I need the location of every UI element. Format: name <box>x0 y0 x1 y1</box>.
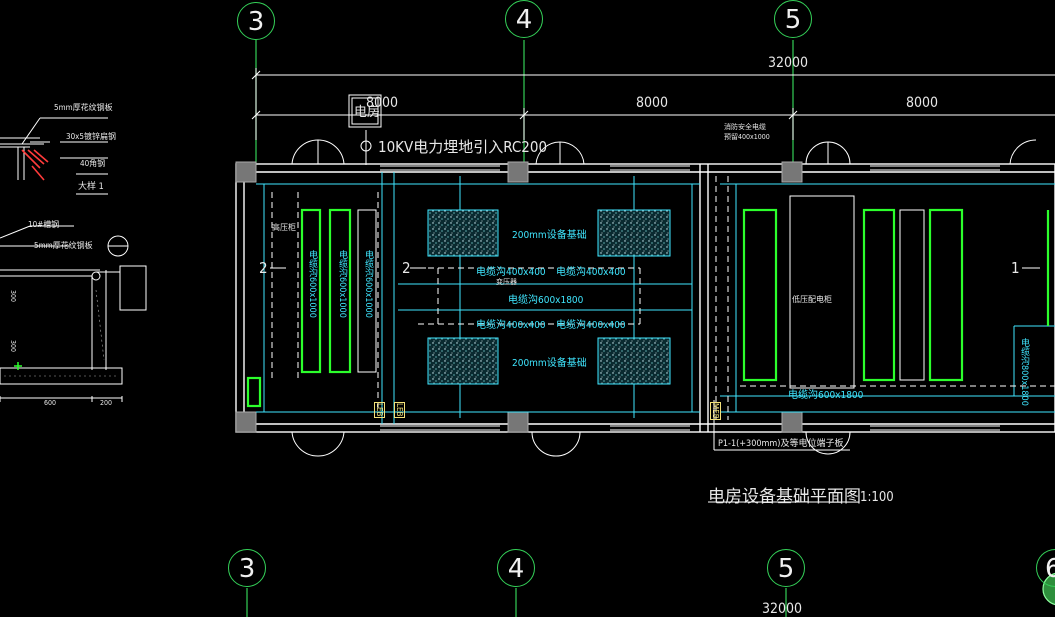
note-hv-cabinet: 高压柜 <box>272 223 296 232</box>
trench-label-right-side: 电缆沟800x1800 <box>1019 338 1029 406</box>
note-transformer: 变压器 <box>496 278 517 286</box>
ground-note-leader <box>708 400 858 503</box>
tag-meb: MEB <box>710 402 721 420</box>
equipment-foundations <box>427 209 671 385</box>
window-openings <box>380 165 1000 431</box>
dimension-total-bottom: 32000 <box>762 601 803 617</box>
building-walls <box>235 163 1055 433</box>
detail-dim-2: 200 <box>100 399 113 407</box>
note-fire-reserve: 消防安全电缆预留400x1000 <box>724 123 770 141</box>
ground-note: P1-1(+300mm)及等电位端子板 <box>718 439 844 449</box>
room-tag: 电房 <box>354 105 381 120</box>
drawing-scale: 1:100 <box>860 490 894 505</box>
trench-label-t1: 电缆沟400x400 <box>476 267 546 278</box>
detail-label-4: 大样 1 <box>78 182 104 192</box>
dimension-span-2: 8000 <box>636 95 669 111</box>
trench-label-cw1: 电缆沟600x1000 <box>307 250 317 318</box>
dimension-span-1: 8000 <box>366 95 399 111</box>
tag-leb-2: LEB <box>394 402 405 418</box>
detail-label-2: 30x5镀锌扁钢 <box>66 132 116 141</box>
drawing-title: 电房设备基础平面图 <box>708 487 861 507</box>
foundation-label-top: 200mm设备基础 <box>512 230 587 241</box>
note-lv-cabinet: 低压配电柜 <box>792 295 832 304</box>
detail-grout <box>4 289 118 377</box>
detail-dim-4: 300 <box>9 340 17 353</box>
detail-hatch <box>21 149 49 181</box>
detail-label-6: 5mm厚花纹钢板 <box>34 241 93 250</box>
foundation-label-bottom: 200mm设备基础 <box>512 358 587 369</box>
cabinet-outlines <box>357 195 925 389</box>
axis-badge-5-top: 5 <box>774 0 812 38</box>
dashed-trench-lines <box>271 176 1055 420</box>
cable-inlet-pipe <box>348 94 382 165</box>
trench-label-cw2: 电缆沟600x1000 <box>337 250 347 318</box>
axis-badge-3-bottom: 3 <box>228 549 266 587</box>
detail-dim-1: 600 <box>44 399 57 407</box>
dimension-total: 32000 <box>768 55 809 71</box>
detail-label-5: 10#槽钢 <box>28 220 60 229</box>
section-mark-right: 1 <box>1011 259 1020 277</box>
cable-inlet-label: 10KV电力埋地引入RC200 <box>378 138 548 156</box>
tag-leb-1: LEB <box>374 402 385 418</box>
detail-label-3: 40角钢 <box>80 159 106 168</box>
axis-badge-5-bottom: 5 <box>767 549 805 587</box>
detail-label-1: 5mm厚花纹钢板 <box>54 103 113 112</box>
dimension-lines <box>251 68 1055 140</box>
trench-label-t2: 电缆沟400x400 <box>556 267 626 278</box>
axis-badge-4-bottom: 4 <box>497 549 535 587</box>
dimension-span-3: 8000 <box>906 95 939 111</box>
detail-dim-3: 300 <box>9 290 17 303</box>
switchgear-cabinets <box>246 208 1050 408</box>
detail-drawing <box>0 117 147 402</box>
section-mark-mid: 2 <box>402 259 411 277</box>
section-mark-left: 2 <box>259 259 268 277</box>
trench-label-cw3: 电缆沟600x1000 <box>363 250 373 318</box>
detail-accent <box>14 362 22 370</box>
axis-badge-3-top: 3 <box>237 2 275 40</box>
trench-label-t3: 电缆沟400x400 <box>476 320 546 331</box>
door-swings <box>291 139 1037 457</box>
trench-label-center: 电缆沟600x1800 <box>508 295 584 306</box>
axis-badge-4-top: 4 <box>505 0 543 38</box>
trench-label-right-bottom: 电缆沟600x1800 <box>788 390 864 401</box>
columns <box>235 161 803 433</box>
trench-label-t4: 电缆沟400x400 <box>556 320 626 331</box>
